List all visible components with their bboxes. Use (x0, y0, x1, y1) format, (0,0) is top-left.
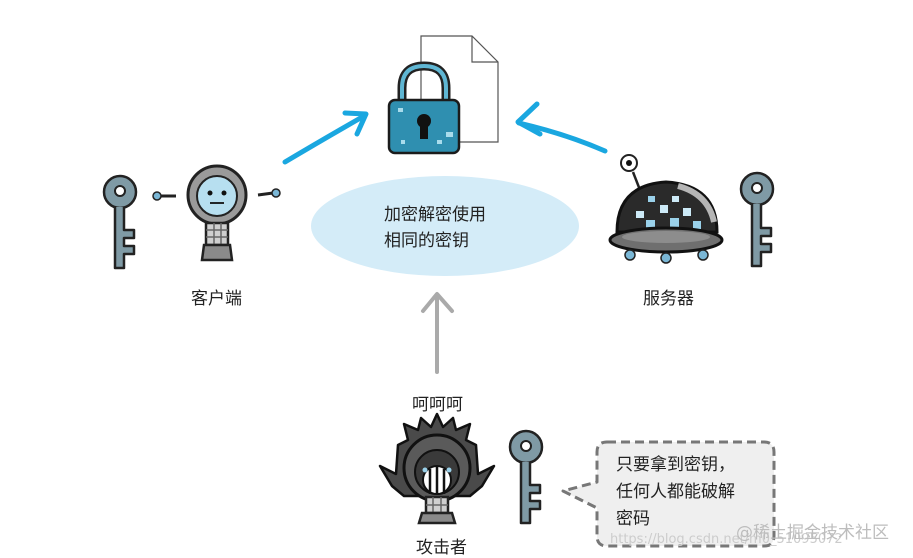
client-arrow (282, 110, 369, 165)
server-robot-icon (608, 154, 724, 264)
server-arrow (515, 101, 608, 154)
padlock-icon (387, 61, 461, 155)
client-label: 客户端 (191, 289, 242, 309)
server-label: 服务器 (643, 289, 694, 309)
watermark: @稀土掘金技术社区 (736, 523, 889, 543)
bubble-line3: 密码 (616, 509, 650, 529)
center-note-line1: 加密解密使用 (384, 205, 486, 225)
center-note: 加密解密使用 相同的密钥 (384, 202, 486, 254)
attacker-key-icon (508, 429, 544, 525)
center-note-line2: 相同的密钥 (384, 231, 469, 251)
attacker-icon (378, 412, 496, 525)
attacker-label: 攻击者 (416, 538, 467, 558)
bubble-line2: 任何人都能破解 (616, 482, 735, 502)
watermark-url: https://blog.csdn.net/m0_51095072 (610, 532, 843, 547)
center-ellipse (311, 176, 579, 276)
client-key-icon (102, 174, 138, 270)
attacker-speech: 呵呵呵 (412, 395, 463, 415)
speech-bubble (561, 440, 776, 548)
server-key-icon (739, 171, 775, 268)
bubble-line1: 只要拿到密钥， (616, 455, 735, 475)
client-robot-icon (152, 164, 281, 262)
attacker-arrow (421, 292, 454, 374)
bubble-text: 只要拿到密钥， 任何人都能破解 密码 (616, 452, 735, 533)
